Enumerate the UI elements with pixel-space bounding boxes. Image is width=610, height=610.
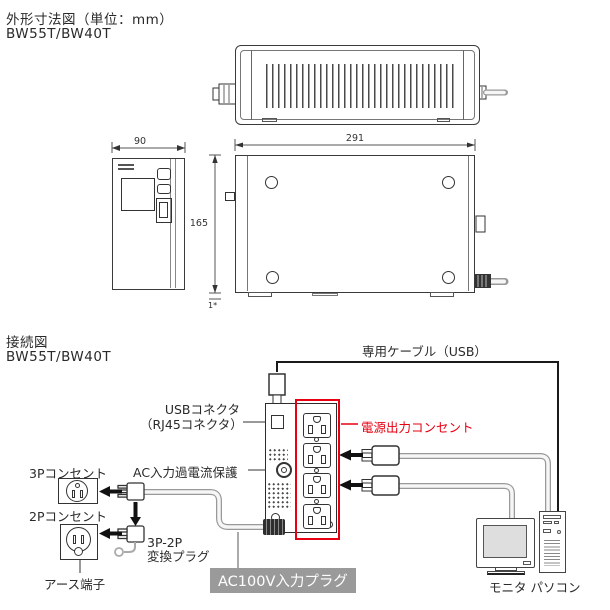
connection-model: BW55T/BW40T [6, 349, 112, 365]
monitor-screen [483, 525, 527, 558]
side-foot [430, 292, 454, 297]
mount-hole [442, 176, 455, 189]
monitor-button [523, 561, 531, 565]
pc-drive-slot [543, 515, 561, 519]
topview-left-cap [251, 50, 252, 120]
adapter-ground-lug [114, 547, 124, 557]
dim-foot-note: 1* [208, 301, 218, 310]
ups-front-view [112, 158, 185, 290]
usb-port [271, 415, 284, 429]
side-groove [247, 156, 248, 291]
dimension-model: BW55T/BW40T [6, 26, 112, 42]
front-display [121, 178, 155, 211]
side-foot [248, 292, 272, 297]
power-outlet-highlight-box [295, 399, 340, 540]
vent-dots [268, 448, 288, 461]
monitor-base [487, 571, 525, 575]
front-groove [170, 159, 171, 288]
outlet-face [66, 480, 88, 502]
side-center-tab [312, 293, 338, 296]
ac-cable-connector [263, 519, 285, 535]
adapter-ground-wire [124, 542, 136, 553]
device-plug-prongs [361, 449, 373, 492]
mount-hole [265, 176, 278, 189]
mount-hole [266, 271, 279, 284]
wall-outlet-2p [60, 524, 98, 560]
usb-connector-label-line1: USBコネクタ [164, 402, 240, 417]
slot [73, 535, 76, 544]
pc-drive-slot [554, 521, 559, 524]
monitor-body [476, 518, 535, 568]
pc-tower [539, 511, 566, 573]
pc-floppy-slot [543, 529, 551, 533]
slot [72, 490, 75, 498]
earth-terminal [74, 547, 83, 556]
mount-hole [442, 271, 455, 284]
dim-side-height: 165 [189, 218, 208, 229]
adapter-label-line1: 3P-2P [147, 535, 183, 550]
usb-cable-label: 専用ケーブル（USB） [362, 344, 487, 359]
foot-notch [262, 118, 277, 122]
adapter-plug [117, 525, 145, 543]
ac-input-label: AC100V入力プラグ [210, 568, 356, 593]
wall-outlet-3p [58, 478, 98, 504]
devices-label: モニタ パソコン [489, 580, 581, 595]
connection-title: 接続図 [6, 335, 48, 351]
adapter-label: 3P-2P 変換プラグ [147, 536, 210, 563]
dimension-title: 外形寸法図（単位：mm） [6, 12, 174, 28]
front-outlet [156, 198, 172, 223]
pc-power-button [557, 530, 561, 534]
ac-3p-plug [117, 482, 145, 501]
monitor-neck [495, 567, 517, 571]
dim-side-width: 291 [345, 133, 365, 144]
usb-plug [268, 373, 286, 405]
usb-connector-label-line2: （RJ45コネクタ） [140, 416, 243, 432]
front-groove [175, 159, 176, 288]
outlet-2p-label: 2Pコンセント [29, 509, 107, 524]
side-groove [468, 156, 469, 291]
slot [80, 490, 83, 498]
breaker-icon [276, 462, 292, 478]
foot-notch [437, 118, 450, 122]
pc-drive-slot [543, 521, 552, 524]
monitor [476, 518, 538, 578]
overcurrent-label: AC入力過電流保護 [133, 465, 238, 480]
front-button [157, 168, 171, 180]
side-hook [225, 192, 235, 201]
ups-side-view [235, 155, 475, 293]
device-plugs [371, 445, 400, 496]
vent-dots [267, 482, 291, 510]
vent-slats [266, 64, 454, 108]
topview-right-cap [463, 50, 464, 120]
front-outlet-slot [159, 202, 168, 218]
usb-connector-label: USBコネクタ （RJ45コネクタ） [140, 402, 243, 432]
pc-vents [544, 540, 560, 566]
front-button [157, 184, 171, 194]
dim-front-width: 90 [133, 136, 147, 147]
ground-hole [75, 483, 80, 488]
power-outlet-label: 電源出力コンセント [361, 420, 474, 435]
sideview-connectors [474, 215, 509, 288]
outlet-3p-label: 3Pコンセント [29, 466, 107, 481]
topview-inner-edge [240, 50, 475, 120]
breaker-button [281, 467, 287, 473]
brand-logo-icon [118, 164, 134, 172]
slot [81, 535, 84, 544]
ups-top-view [235, 45, 480, 125]
earth-label: アース端子 [44, 577, 106, 592]
adapter-label-line2: 変換プラグ [147, 548, 210, 564]
